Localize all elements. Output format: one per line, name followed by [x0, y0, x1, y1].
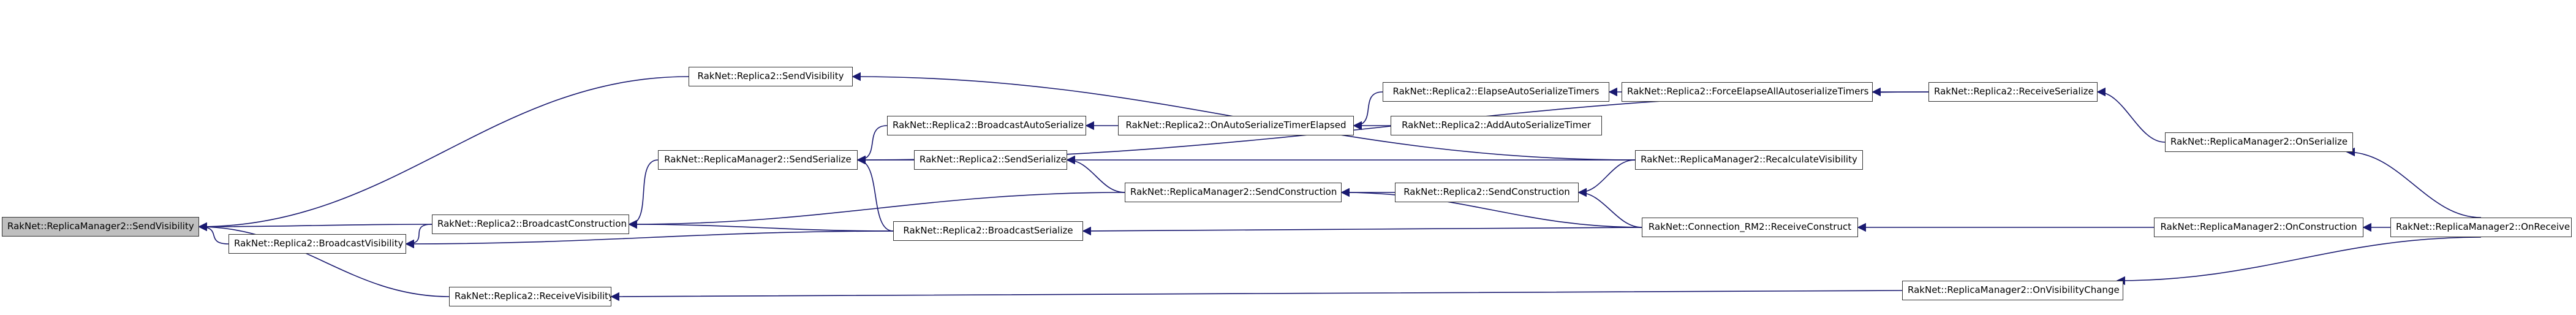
node-add-auto-serialize-timer[interactable]: RakNet::Replica2::AddAutoSerializeTimer	[1391, 116, 1602, 135]
edge-on_receive-to-on_serialize	[2346, 147, 2482, 218]
node-replica-receive-serialize[interactable]: RakNet::Replica2::ReceiveSerialize	[1928, 82, 2098, 102]
edge-rm2_send_construction-to-broadcast_construction	[628, 192, 1125, 229]
edge-replica_send_visibility-to-send_visibility_root	[198, 76, 689, 232]
edge-on_receive-to-on_visibility_change	[2116, 237, 2482, 286]
edge-elapse_auto_serialize_timers-to-on_auto_serialize_timer_elapsed	[1353, 91, 1383, 131]
edge-receive_construct-to-rm2_send_construction	[1340, 188, 1642, 228]
node-elapse-auto-serialize-timers[interactable]: RakNet::Replica2::ElapseAutoSerializeTim…	[1383, 82, 1609, 102]
node-rm2-send-construction[interactable]: RakNet::ReplicaManager2::SendConstructio…	[1125, 183, 1342, 202]
edge-broadcast_serialize-to-rm2_send_serialize	[856, 155, 894, 232]
edge-on_serialize-to-receive_serialize	[2096, 87, 2166, 143]
edge-receive_visibility-to-send_visibility_root	[198, 222, 450, 297]
node-rm2-send-serialize[interactable]: RakNet::ReplicaManager2::SendSerialize	[658, 150, 858, 170]
node-broadcast-auto-serialize[interactable]: RakNet::Replica2::BroadcastAutoSerialize	[887, 116, 1086, 135]
node-rm2-on-receive[interactable]: RakNet::ReplicaManager2::OnReceive	[2390, 218, 2572, 237]
edge-broadcast_construction-to-send_visibility_root	[198, 222, 432, 232]
node-broadcast-construction[interactable]: RakNet::Replica2::BroadcastConstruction	[432, 214, 629, 234]
node-replica-send-construction[interactable]: RakNet::Replica2::SendConstruction	[1395, 183, 1579, 202]
node-rm2-recalculate-visibility[interactable]: RakNet::ReplicaManager2::RecalculateVisi…	[1635, 150, 1863, 170]
node-force-elapse-all-autoserialize-timers[interactable]: RakNet::Replica2::ForceElapseAllAutoseri…	[1622, 82, 1873, 102]
node-rm2-on-visibility-change[interactable]: RakNet::ReplicaManager2::OnVisibilityCha…	[1902, 281, 2123, 300]
edge-recalculate_visibility-to-replica_send_construction	[1577, 159, 1636, 197]
edge-broadcast_construction-to-broadcast_visibility	[405, 224, 432, 249]
node-rm2-send-visibility[interactable]: RakNet::ReplicaManager2::SendVisibility	[2, 217, 199, 237]
edge-on_visibility_change-to-receive_visibility	[610, 290, 1903, 302]
edge-broadcast_serialize-to-broadcast_construction	[628, 219, 894, 232]
node-connection-rm2-receive-construct[interactable]: RakNet::Connection_RM2::ReceiveConstruct	[1642, 218, 1858, 237]
node-replica-send-serialize[interactable]: RakNet::Replica2::SendSerialize	[914, 150, 1067, 170]
edge-receive_construct-to-replica_send_construction	[1577, 188, 1642, 228]
node-replica-send-visibility[interactable]: RakNet::Replica2::SendVisibility	[689, 67, 853, 86]
node-broadcast-visibility[interactable]: RakNet::Replica2::BroadcastVisibility	[229, 234, 406, 254]
edge-broadcast_serialize-to-broadcast_visibility	[405, 230, 894, 249]
edge-receive_construct-to-broadcast_serialize	[1082, 226, 1642, 236]
node-rm2-on-serialize[interactable]: RakNet::ReplicaManager2::OnSerialize	[2165, 132, 2353, 152]
edge-broadcast_visibility-to-send_visibility_root	[198, 222, 229, 245]
node-receive-visibility[interactable]: RakNet::Replica2::ReceiveVisibility	[449, 287, 611, 306]
edge-rm2_send_serialize-to-broadcast_construction	[628, 159, 659, 229]
edge-rm2_send_construction-to-replica_send_serialize	[1066, 155, 1125, 193]
node-rm2-on-construction[interactable]: RakNet::ReplicaManager2::OnConstruction	[2154, 218, 2363, 237]
node-on-auto-serialize-timer-elapsed[interactable]: RakNet::Replica2::OnAutoSerializeTimerEl…	[1118, 116, 1354, 135]
edge-broadcast_auto_serialize-to-rm2_send_serialize	[856, 125, 888, 165]
node-broadcast-serialize[interactable]: RakNet::Replica2::BroadcastSerialize	[893, 221, 1083, 241]
